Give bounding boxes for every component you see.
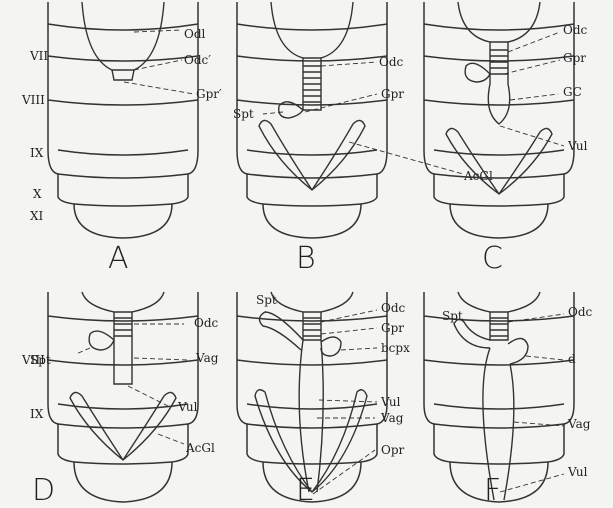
segment-label-vii: VII bbox=[29, 49, 48, 63]
panel-d bbox=[48, 292, 198, 502]
label-a-gpr: Gpr′ bbox=[196, 87, 222, 101]
panel-letter-b: B bbox=[296, 241, 316, 276]
label-f-d: d bbox=[568, 352, 576, 366]
lateral-oviducts bbox=[82, 292, 164, 312]
segment-label-ix-lower: IX bbox=[30, 407, 44, 421]
panel-letter-e: E bbox=[296, 473, 315, 508]
lateral-oviducts bbox=[271, 292, 353, 312]
accessory-glands bbox=[446, 128, 552, 194]
panel-letter-c: C bbox=[482, 241, 503, 276]
label-b-gpr: Gpr bbox=[381, 87, 404, 101]
label-e-vag: Vag bbox=[380, 411, 404, 425]
segment-label-x: X bbox=[33, 187, 42, 201]
label-e-opr: Opr bbox=[381, 443, 405, 457]
label-c-vul: Vul bbox=[567, 139, 588, 153]
panel-letter-d: D bbox=[32, 473, 55, 508]
genital-chamber bbox=[488, 74, 509, 124]
lateral-oviducts bbox=[458, 2, 540, 42]
label-e-spt: Spt bbox=[256, 293, 277, 307]
panel-e bbox=[237, 292, 387, 502]
label-e-vul: Vul bbox=[380, 395, 401, 409]
common-oviduct bbox=[490, 42, 508, 74]
label-c-odc: Odc bbox=[563, 23, 588, 37]
segment-label-viii: VIII bbox=[21, 93, 45, 107]
spermatheca bbox=[259, 312, 303, 350]
label-f-vag: Vag bbox=[567, 417, 591, 431]
spermatheca bbox=[465, 63, 490, 82]
panel-f bbox=[424, 292, 574, 502]
label-b-odc: Odc bbox=[379, 55, 404, 69]
label-e-gpr: Gpr bbox=[381, 321, 404, 335]
label-f-vul: Vul bbox=[567, 465, 588, 479]
panel-c bbox=[424, 2, 574, 238]
spermatheca bbox=[89, 331, 114, 350]
label-d-vag: Vag bbox=[195, 351, 219, 365]
lateral-oviducts bbox=[458, 292, 540, 312]
segment-label-xi: XI bbox=[30, 209, 44, 223]
label-a-odc: Odc′ bbox=[184, 53, 211, 67]
label-f-spt: Spt bbox=[442, 309, 463, 323]
panel-b bbox=[237, 2, 463, 238]
vagina bbox=[299, 340, 323, 492]
label-e-odc: Odc bbox=[381, 301, 406, 315]
label-d-vul: Vul bbox=[177, 400, 198, 414]
label-a-odl: Odl bbox=[184, 27, 206, 41]
label-f-odc: Odc bbox=[568, 305, 593, 319]
label-c-gc: GC bbox=[563, 85, 582, 99]
spermatheca bbox=[454, 319, 490, 348]
panel-letter-a: A bbox=[108, 241, 129, 276]
bursa-copulatrix bbox=[321, 337, 341, 356]
label-d-spt: Spt bbox=[30, 353, 51, 367]
common-oviduct-rudiment bbox=[112, 70, 134, 80]
label-d-odc: Odc bbox=[194, 316, 219, 330]
label-c-gpr: Gpr bbox=[563, 51, 586, 65]
panel-a bbox=[48, 2, 198, 238]
label-d-acgl: AcGl bbox=[185, 441, 215, 455]
panel-letter-f: F bbox=[484, 473, 501, 508]
diverticulum bbox=[508, 338, 528, 364]
vagina bbox=[114, 336, 132, 384]
label-e-bcpx: bcpx bbox=[381, 341, 410, 355]
label-b-spt: Spt bbox=[233, 107, 254, 121]
segment-label-ix: IX bbox=[30, 146, 44, 160]
